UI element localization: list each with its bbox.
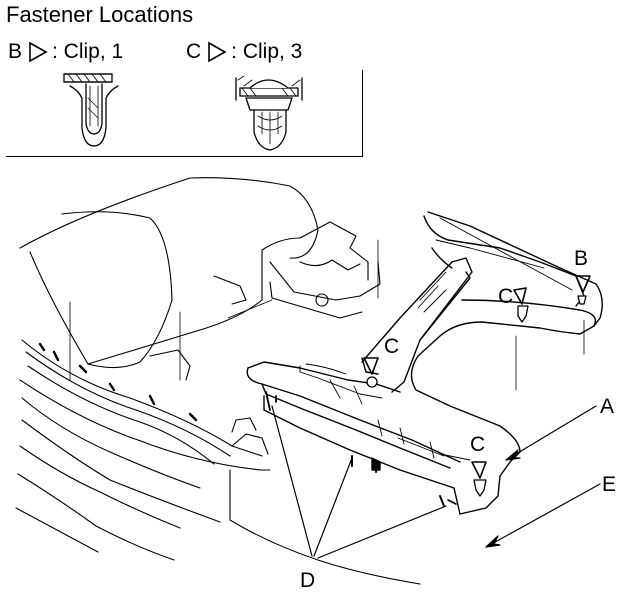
open-triangle-arrow-icon — [29, 41, 48, 63]
legend-item-clip-c: C : Clip, 3 — [186, 40, 302, 64]
leader-lines — [271, 405, 601, 559]
callout-a: A — [600, 395, 615, 418]
clip-b-illustration — [63, 73, 119, 147]
clip-c-illustration — [235, 75, 303, 151]
background-trim-outline — [19, 177, 381, 381]
legend-inset-frame — [6, 70, 363, 157]
open-triangle-arrow-icon — [208, 41, 227, 63]
floor-cover-panel — [246, 211, 603, 515]
callout-e: E — [602, 473, 617, 496]
legend-letter-c: C — [186, 40, 202, 63]
diagram-title: Fastener Locations — [6, 2, 194, 27]
legend-item-clip-b: B : Clip, 1 — [8, 40, 123, 64]
clip-c-marker-icon-3 — [471, 461, 487, 479]
callout-c-2: C — [384, 335, 400, 358]
floor-carpet-lines — [15, 339, 421, 585]
clip-c-marker-icon-1 — [513, 287, 527, 305]
clip-b-marker-icon — [575, 275, 591, 293]
legend-letter-b: B — [8, 40, 23, 63]
legend-text-b: : Clip, 1 — [52, 40, 124, 63]
callout-b: B — [574, 247, 589, 270]
callout-c-1: C — [498, 285, 514, 308]
callout-d: D — [300, 569, 316, 592]
fastener-markers — [363, 275, 591, 497]
clip-c-marker-icon-2 — [363, 357, 379, 375]
legend-text-c: : Clip, 3 — [231, 40, 303, 63]
callout-c-3: C — [470, 433, 486, 456]
